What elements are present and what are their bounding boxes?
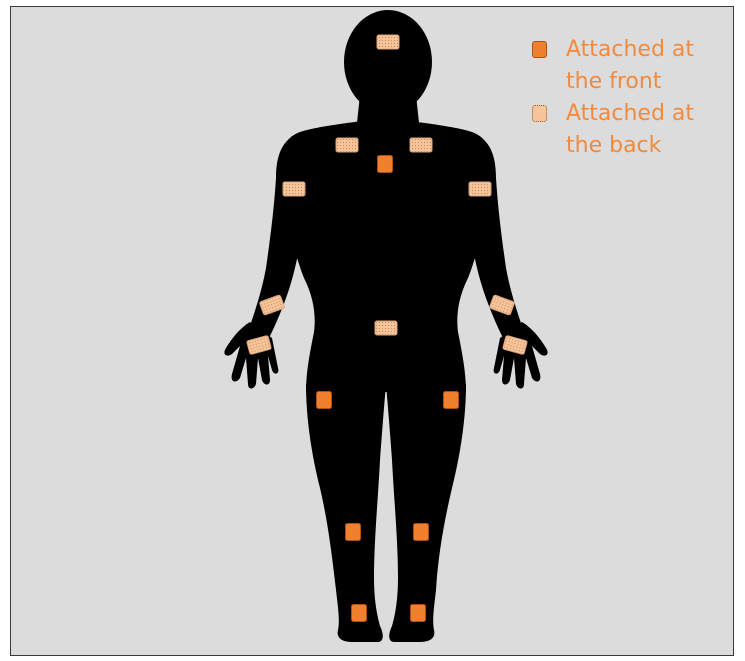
sensor-left-upper-arm	[469, 182, 491, 196]
legend-label-back: Attached at the back	[566, 98, 735, 162]
sensor-left-thigh	[444, 392, 459, 409]
sensor-right-upper-arm	[283, 182, 305, 196]
sensor-right-shin	[346, 524, 361, 541]
left-leg-shape	[386, 384, 466, 642]
sensor-left-foot	[411, 605, 426, 622]
sensor-pelvis	[375, 321, 397, 335]
back-marker-swatch	[532, 105, 547, 122]
sensor-right-thigh	[317, 392, 332, 409]
right-leg-shape	[306, 384, 386, 642]
sensor-sternum	[378, 156, 393, 173]
legend-row-back: Attached at the back	[530, 98, 735, 162]
sensor-right-shoulder	[336, 138, 358, 152]
sensor-left-shoulder	[410, 138, 432, 152]
sensor-right-foot	[352, 605, 367, 622]
sensor-left-shin	[414, 524, 429, 541]
front-marker-swatch	[532, 41, 547, 58]
legend: Attached at the front Attached at the ba…	[530, 34, 735, 162]
legend-row-front: Attached at the front	[530, 34, 735, 98]
sensor-head	[377, 35, 399, 49]
legend-label-front: Attached at the front	[566, 34, 735, 98]
